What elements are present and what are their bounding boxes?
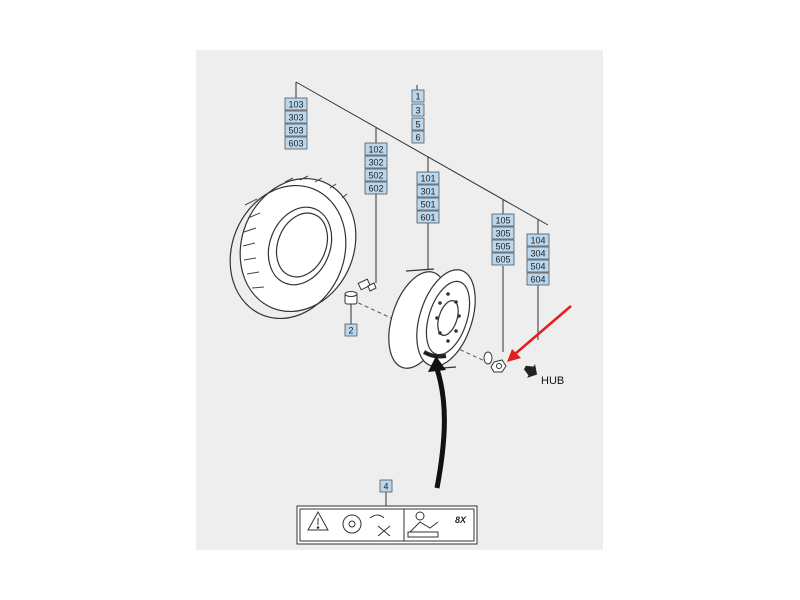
callout-center-0: 1 (415, 92, 420, 102)
callout-wheel-0: 101 (420, 174, 435, 184)
wheel-rim-illustration (388, 268, 476, 370)
callout-nut-2: 504 (530, 262, 545, 272)
callout-washer-0: 105 (495, 216, 510, 226)
hub-label: HUB (541, 375, 564, 387)
warning-label-plate: 8X (296, 505, 478, 545)
callout-label-0: 4 (383, 482, 388, 492)
callout-valve: 102 302 502 602 (364, 142, 388, 195)
callout-tire: 103 303 503 603 (284, 97, 308, 150)
callout-washer: 105 305 505 605 (491, 213, 515, 266)
callout-valve-2: 502 (368, 171, 383, 181)
lug-nut-illustration (490, 359, 507, 373)
leader-main (295, 81, 549, 226)
label-tag-text: 8X (455, 515, 467, 525)
callout-valve-0: 102 (368, 145, 383, 155)
valve-cap-illustration (344, 291, 358, 305)
callout-nut-3: 604 (530, 275, 545, 285)
callout-center-1: 3 (415, 106, 420, 116)
callout-label: 4 (379, 479, 393, 493)
callout-washer-1: 305 (495, 229, 510, 239)
callout-tire-0: 103 (288, 100, 303, 110)
callout-center: 1 3 5 6 (411, 89, 425, 144)
callout-cap-0: 2 (348, 326, 353, 336)
callout-tire-1: 303 (288, 113, 303, 123)
callout-valve-1: 302 (368, 158, 383, 168)
black-annotation-arrow (428, 356, 447, 489)
valve-stem-illustration (357, 278, 377, 292)
callout-center-3: 6 (415, 133, 420, 143)
callout-tire-3: 603 (288, 139, 303, 149)
tire-illustration (229, 175, 357, 320)
callout-nut: 104 304 504 604 (526, 233, 550, 286)
callout-nut-0: 104 (530, 236, 545, 246)
callout-tire-2: 503 (288, 126, 303, 136)
washer-illustration (483, 351, 493, 365)
callout-cap: 2 (344, 323, 358, 337)
red-annotation-arrow (507, 305, 572, 362)
callout-washer-3: 605 (495, 255, 510, 265)
callout-wheel-3: 601 (420, 213, 435, 223)
callout-wheel-1: 301 (420, 187, 435, 197)
hub-direction-arrow (523, 364, 538, 378)
callout-wheel: 101 301 501 601 (416, 171, 440, 224)
callout-nut-1: 304 (530, 249, 545, 259)
callout-center-2: 5 (415, 120, 420, 130)
callout-wheel-2: 501 (420, 200, 435, 210)
callout-valve-3: 602 (368, 184, 383, 194)
callout-washer-2: 505 (495, 242, 510, 252)
